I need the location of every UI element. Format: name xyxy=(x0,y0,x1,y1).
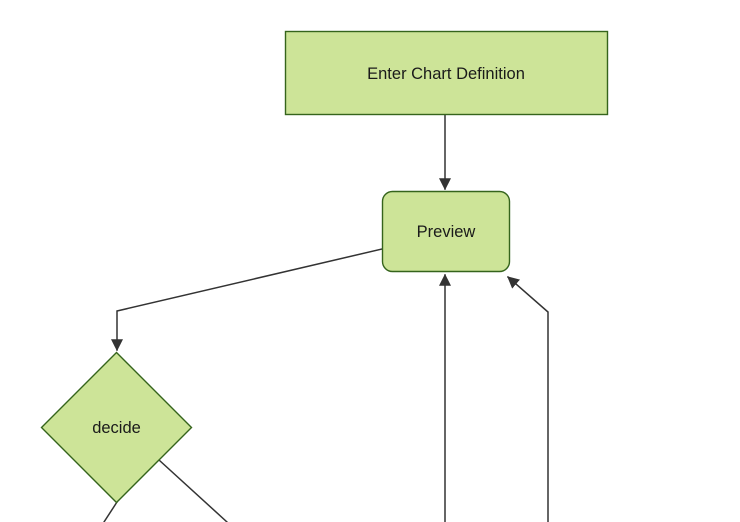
node-enter-chart-definition-label: Enter Chart Definition xyxy=(367,65,525,83)
edge-bottom-right-to-preview xyxy=(506,275,549,522)
label-layer: Enter Chart Definition Preview decide xyxy=(92,65,525,437)
edge-layer xyxy=(103,113,549,522)
node-enter-chart-definition xyxy=(284,30,609,116)
edge-decide-down-right xyxy=(157,458,229,522)
node-preview xyxy=(381,190,511,273)
edge-decide-down-left xyxy=(103,500,119,522)
node-decide-label: decide xyxy=(92,419,141,437)
edge-preview-to-decide xyxy=(111,248,383,352)
node-layer xyxy=(40,30,609,504)
node-decide xyxy=(40,351,193,504)
node-preview-label: Preview xyxy=(417,223,476,241)
